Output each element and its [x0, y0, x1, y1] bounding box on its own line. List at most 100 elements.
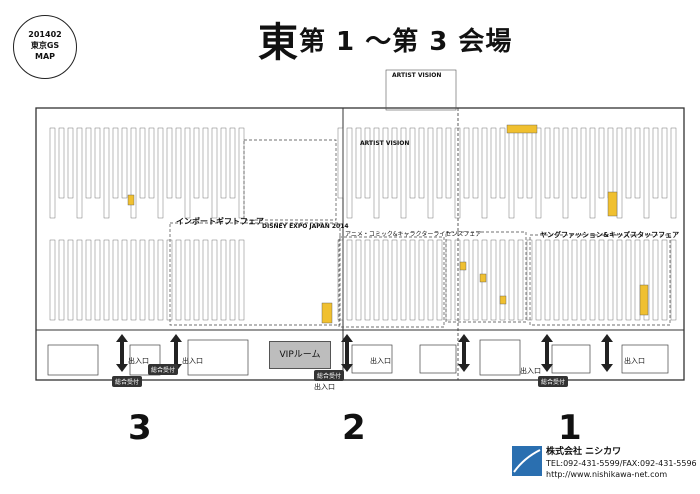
reception-sign-2: 総合受付 — [314, 370, 345, 381]
booth-row — [364, 239, 371, 321]
booth-row — [499, 127, 506, 199]
booth-row — [220, 127, 227, 199]
booth-row — [652, 239, 659, 321]
booth-row — [130, 239, 137, 321]
booth-row — [238, 127, 245, 219]
booth-row — [400, 127, 407, 219]
booth-row — [76, 127, 83, 219]
booth-row — [535, 127, 542, 219]
booth-row — [580, 127, 587, 199]
booth-row — [553, 239, 560, 321]
company-url[interactable]: http://www.nishikawa-net.com — [546, 470, 668, 479]
booth-row — [634, 239, 641, 321]
booth-row — [490, 239, 497, 321]
booth-row — [175, 127, 182, 199]
booth-row — [112, 239, 119, 321]
booth-row — [544, 127, 551, 199]
booth-row — [184, 127, 191, 219]
booth-row — [391, 127, 398, 199]
booth-row — [571, 239, 578, 321]
booth-row — [382, 127, 389, 199]
booth-row — [166, 239, 173, 321]
booth-row — [409, 127, 416, 199]
booth-row — [103, 239, 110, 321]
booth-row — [85, 239, 92, 321]
booth-row — [481, 127, 488, 219]
booth-row — [166, 127, 173, 199]
booth-row — [436, 239, 443, 321]
booth-row — [121, 239, 128, 321]
booth-row — [346, 127, 353, 219]
booth-row — [499, 239, 506, 321]
booth-row — [337, 239, 344, 321]
booth-row — [148, 127, 155, 199]
booth-row — [526, 239, 533, 321]
booth-row — [454, 127, 461, 219]
badge-city: 東京GS — [30, 41, 60, 50]
booth-row — [175, 239, 182, 321]
badge-year: 201402 — [28, 30, 62, 39]
disney-expo-label: DISNEY EXPO JAPAN 2014 — [262, 223, 349, 230]
booth-row — [670, 127, 677, 219]
event-badge: 201402 東京GS MAP — [13, 15, 77, 79]
booth-row — [616, 239, 623, 321]
booth-row — [589, 127, 596, 219]
exit-sign-3b: 出入口 — [182, 357, 203, 365]
booth-row — [121, 127, 128, 199]
booth-row — [193, 127, 200, 199]
hall-number-3: 3 — [128, 408, 152, 448]
booth-row — [463, 239, 470, 321]
booth-row — [373, 127, 380, 219]
artist-vision-label: ARTIST VISION — [392, 72, 442, 79]
hall-number-1: 1 — [558, 408, 582, 448]
booth-row — [364, 127, 371, 199]
exit-sign-1a: 出入口 — [520, 367, 541, 375]
booth-row — [526, 127, 533, 199]
booth-row — [49, 239, 56, 321]
booth-row — [517, 127, 524, 199]
booth-row — [544, 239, 551, 321]
booth-row — [211, 239, 218, 321]
booth-row — [409, 239, 416, 321]
booth-row — [400, 239, 407, 321]
booth-row — [643, 127, 650, 219]
booth-row — [643, 239, 650, 321]
company-logo-icon — [512, 446, 542, 476]
booth-row — [553, 127, 560, 199]
reception-sign-3b: 総合受付 — [148, 364, 179, 375]
booth-row — [418, 239, 425, 321]
booth-row — [67, 127, 74, 199]
booth-row — [229, 127, 236, 199]
booth-row — [85, 127, 92, 199]
booth-row — [652, 127, 659, 199]
booth-row — [157, 127, 164, 219]
booth-row — [670, 239, 677, 321]
booth-row — [58, 127, 65, 199]
booth-row — [598, 127, 605, 199]
booth-row — [211, 127, 218, 219]
booth-row — [337, 127, 344, 199]
title-halls: 第 1 〜第 3 会場 — [299, 27, 513, 57]
booth-row — [625, 239, 632, 321]
booth-row — [103, 127, 110, 219]
booth-row — [139, 239, 146, 321]
booth-row — [616, 127, 623, 219]
company-name: 株式会社 ニシカワ — [546, 447, 622, 457]
booth-row — [94, 239, 101, 321]
artist-vision-label-2: ARTIST VISION — [360, 140, 410, 147]
booth-row — [598, 239, 605, 321]
exit-sign-2a: 出入口 — [314, 383, 335, 391]
booth-row — [445, 239, 452, 321]
booth-row — [193, 239, 200, 321]
booth-row — [490, 127, 497, 199]
booth-row — [391, 239, 398, 321]
company-tel: TEL:092-431-5599/FAX:092-431-5596 — [546, 459, 697, 468]
company-info: 株式会社 ニシカワ TEL:092-431-5599/FAX:092-431-5… — [546, 447, 697, 480]
young-fashion-label: ヤングファッション&キッズスタッフフェア — [540, 231, 680, 239]
booth-row — [517, 239, 524, 321]
booth-row — [229, 239, 236, 321]
booth-row — [202, 127, 209, 199]
booth-row — [508, 127, 515, 219]
booth-row — [625, 127, 632, 199]
